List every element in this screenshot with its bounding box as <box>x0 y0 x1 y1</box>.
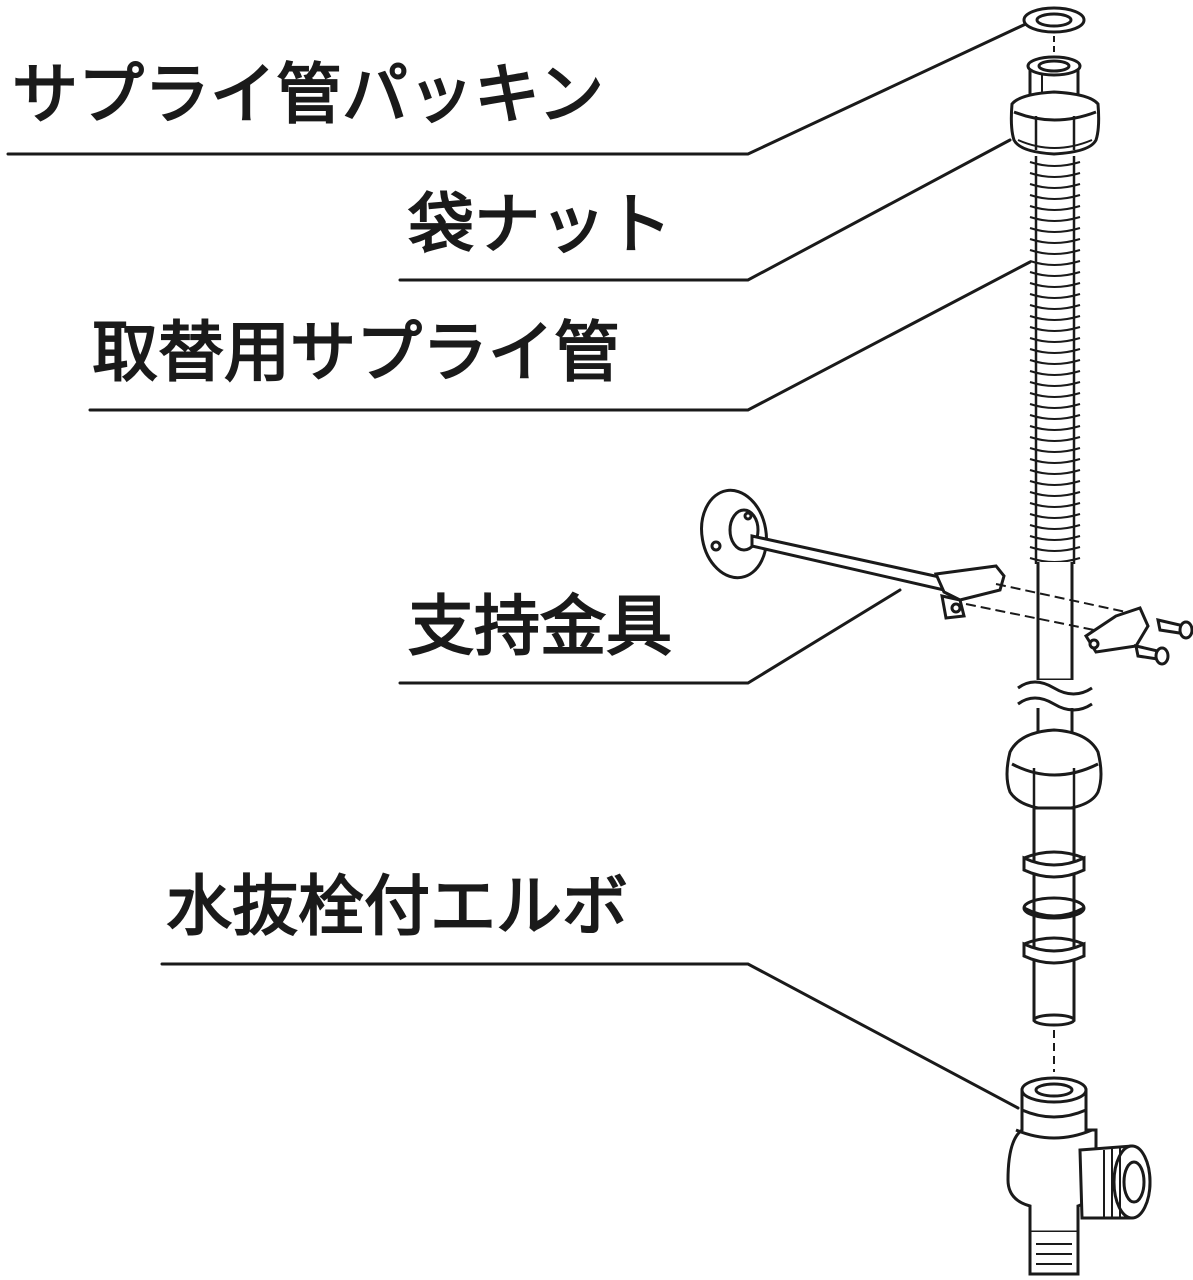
leader-line-drain-valve-elbow <box>160 962 1020 1110</box>
straight-pipe-upper <box>1036 562 1074 682</box>
pipe-corrugation-rib <box>1029 348 1081 354</box>
pipe-corrugation-rib <box>1029 227 1081 233</box>
pipe-corrugation-rib <box>1029 381 1081 387</box>
leader-line-replacement-supply-pipe <box>88 260 1032 412</box>
pipe-corrugation-rib <box>1029 491 1081 497</box>
pipe-corrugation-rib <box>1029 172 1081 178</box>
pipe-corrugation-rib <box>1029 293 1081 299</box>
pipe-corrugation-rib <box>1029 183 1081 189</box>
pipe-corrugation-rib <box>1029 425 1081 431</box>
pipe-corrugation-rib <box>1029 403 1081 409</box>
support-bracket-part <box>700 488 1193 666</box>
pipe-corrugation-rib <box>1029 260 1081 266</box>
pipe-corrugation-rib <box>1029 436 1081 442</box>
lower-cap-nut-part <box>1005 728 1103 812</box>
pipe-corrugation-rib <box>1029 370 1081 376</box>
label-replacement-supply-pipe: 取替用サプライ管 <box>92 314 620 391</box>
pipe-corrugation-rib <box>1029 524 1081 530</box>
pipe-rings <box>1022 850 1086 1027</box>
label-drain-valve-elbow: 水抜栓付エルボ <box>166 868 628 945</box>
pipe-corrugation-rib <box>1029 271 1081 277</box>
leader-line-cap-nut <box>398 138 1012 282</box>
pipe-corrugation-rib <box>1029 249 1081 255</box>
pipe-corrugation-rib <box>1029 392 1081 398</box>
pipe-corrugation-rib <box>1029 238 1081 244</box>
pipe-corrugation-rib <box>1029 513 1081 519</box>
drain-valve-elbow-part <box>1006 1076 1152 1276</box>
pipe-corrugation-rib <box>1029 326 1081 332</box>
pipe-corrugation-rib <box>1029 447 1081 453</box>
leader-line-supply-pipe-packing <box>6 20 1032 156</box>
pipe-corrugation-rib <box>1029 205 1081 211</box>
label-supply-pipe-packing: サプライ管パッキン <box>12 56 605 133</box>
pipe-corrugation-rib <box>1029 337 1081 343</box>
replacement-supply-pipe-part <box>1029 156 1081 564</box>
pipe-corrugation-rib <box>1029 458 1081 464</box>
leader-line-support-bracket <box>398 588 902 685</box>
pipe-corrugation-rib <box>1029 502 1081 508</box>
pipe-corrugation-rib <box>1029 469 1081 475</box>
pipe-break-mark <box>1016 680 1094 712</box>
cap-nut-part <box>1009 90 1101 156</box>
supply-pipe-packing-part <box>1022 6 1086 34</box>
pipe-corrugation-rib <box>1029 359 1081 365</box>
pipe-corrugation-rib <box>1029 194 1081 200</box>
pipe-corrugation-rib <box>1029 480 1081 486</box>
pipe-corrugation-rib <box>1029 161 1081 167</box>
pipe-corrugation-rib <box>1029 304 1081 310</box>
pipe-corrugation-rib <box>1029 216 1081 222</box>
label-cap-nut: 袋ナット <box>408 186 672 263</box>
pipe-corrugation-rib <box>1029 282 1081 288</box>
pipe-corrugation-rib <box>1029 546 1081 552</box>
pipe-corrugation-rib <box>1029 315 1081 321</box>
leader-lines <box>6 20 1032 1110</box>
pipe-corrugation-rib <box>1029 535 1081 541</box>
bracket-assembly-lines <box>965 583 1127 631</box>
label-support-bracket: 支持金具 <box>408 588 672 665</box>
pipe-corrugation-rib <box>1029 414 1081 420</box>
